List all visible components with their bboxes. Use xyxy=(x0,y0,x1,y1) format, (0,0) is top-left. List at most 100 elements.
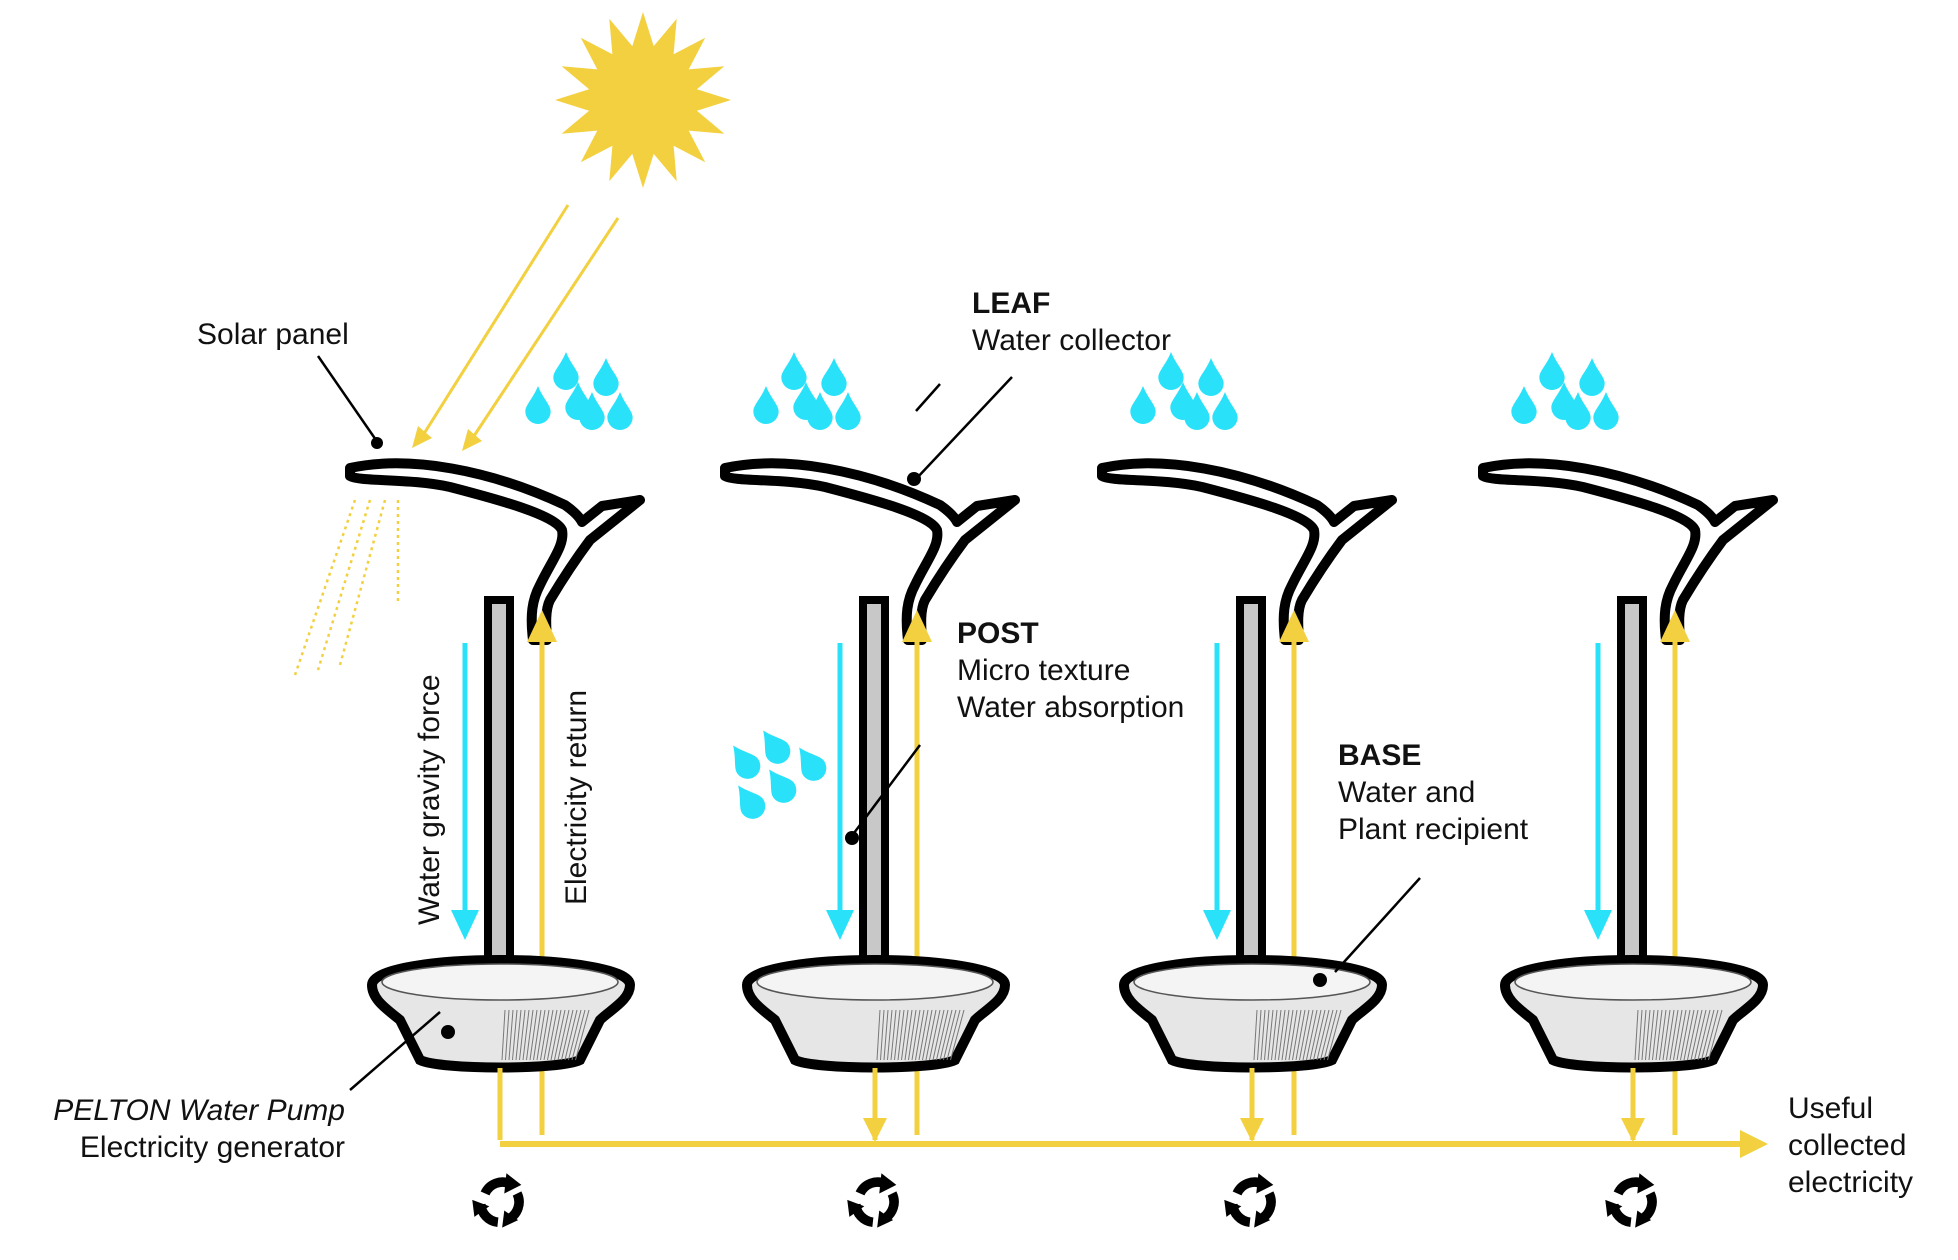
raindrop xyxy=(1130,386,1156,424)
energy-tree-1 xyxy=(345,352,645,1228)
generator-output-arrowhead xyxy=(863,1118,887,1142)
raindrop xyxy=(553,352,579,390)
output-line-1: Useful xyxy=(1788,1092,1874,1125)
leader-pump xyxy=(349,1011,441,1091)
base-rib xyxy=(1680,1009,1691,1061)
base-rib xyxy=(533,1009,542,1061)
base-label: BASE Water and Plant recipient xyxy=(1338,737,1528,848)
water-gravity-label: Water gravity force xyxy=(413,674,446,925)
base-rib xyxy=(561,1009,574,1061)
base-description-1: Water and xyxy=(1338,776,1476,809)
sun-ray-arrowhead xyxy=(462,429,482,451)
base-rib xyxy=(1645,1009,1651,1061)
base-rib xyxy=(887,1009,893,1061)
generator-output-arrowhead xyxy=(1621,1118,1645,1142)
leader-dot xyxy=(1313,973,1327,987)
base-rib xyxy=(1652,1009,1659,1061)
base-rib xyxy=(911,1009,921,1061)
base-rib xyxy=(1271,1009,1278,1061)
base-rib xyxy=(568,1009,582,1061)
base-rib xyxy=(512,1009,518,1061)
raindrop xyxy=(1511,386,1537,424)
base-rib xyxy=(1673,1009,1683,1061)
base-rib xyxy=(1697,1009,1711,1061)
base-rib xyxy=(1260,1009,1266,1061)
base-rib xyxy=(1655,1009,1663,1061)
base-rib xyxy=(1288,1009,1298,1061)
base-rib xyxy=(908,1009,917,1061)
base-rib xyxy=(943,1009,957,1061)
recycle-icon xyxy=(472,1173,521,1227)
base-rib xyxy=(1648,1009,1655,1061)
leader-post xyxy=(853,744,921,834)
post-description-1: Micro texture xyxy=(957,654,1131,687)
base-rib xyxy=(529,1009,538,1061)
base-rib xyxy=(1285,1009,1294,1061)
base-rib xyxy=(936,1009,949,1061)
base-top-surface xyxy=(1133,963,1371,1001)
reflected-light-lines xyxy=(293,499,400,676)
base-rib xyxy=(575,1009,590,1061)
electricity-return-arrowhead xyxy=(1279,610,1309,642)
base-rib xyxy=(1701,1009,1715,1061)
base-rib xyxy=(1257,1009,1262,1061)
raindrop xyxy=(1198,358,1224,396)
recycle-icon xyxy=(1605,1173,1654,1227)
base-rib xyxy=(1641,1009,1647,1061)
base-rib xyxy=(543,1009,554,1061)
base-rib xyxy=(519,1009,526,1061)
leader-dot xyxy=(371,437,383,449)
electricity-return-label: Electricity return xyxy=(560,689,593,905)
base-rib xyxy=(915,1009,925,1061)
water-gravity-arrowhead xyxy=(1203,910,1231,940)
base-rib xyxy=(883,1009,889,1061)
base-rib xyxy=(571,1009,586,1061)
sun-ray-arrow xyxy=(468,217,620,443)
base-title: BASE xyxy=(1338,739,1422,772)
leaf-title: LEAF xyxy=(972,287,1051,320)
base-rib xyxy=(1281,1009,1290,1061)
base-rib xyxy=(1327,1009,1342,1061)
base-rib xyxy=(564,1009,578,1061)
base-rib xyxy=(1306,1009,1318,1061)
post-title: POST xyxy=(957,617,1039,650)
base-rib xyxy=(932,1009,945,1061)
base-rib xyxy=(1309,1009,1322,1061)
recycle-icon xyxy=(847,1173,896,1227)
base-rib xyxy=(904,1009,913,1061)
base-rib xyxy=(1662,1009,1671,1061)
energy-tree-4 xyxy=(1478,352,1778,1228)
base-rib xyxy=(550,1009,562,1061)
base-rib xyxy=(1320,1009,1334,1061)
base-rib xyxy=(1669,1009,1679,1061)
raindrops-icon xyxy=(525,352,633,430)
electricity-return-arrowhead xyxy=(1660,610,1690,642)
base-rib xyxy=(1659,1009,1667,1061)
post xyxy=(1617,596,1647,984)
water-gravity-arrowhead xyxy=(826,910,854,940)
raindrop xyxy=(753,386,779,424)
sun-shape xyxy=(555,12,731,188)
base-rib xyxy=(515,1009,522,1061)
base-rib xyxy=(876,1009,881,1061)
base-rib xyxy=(925,1009,937,1061)
raindrops-icon xyxy=(722,723,832,824)
base-rib xyxy=(1302,1009,1314,1061)
post xyxy=(859,596,889,984)
post-label: POST Micro texture Water absorption xyxy=(957,615,1184,726)
water-gravity-arrowhead xyxy=(1584,910,1612,940)
leader-dot xyxy=(907,472,921,486)
energy-tree-2 xyxy=(720,352,1020,1228)
electricity-return-arrowhead xyxy=(902,610,932,642)
raindrop xyxy=(1539,352,1565,390)
sun-icon xyxy=(555,12,731,188)
base-rib xyxy=(894,1009,901,1061)
base-rib xyxy=(501,1009,506,1061)
base-rib xyxy=(1313,1009,1326,1061)
base-rib xyxy=(929,1009,941,1061)
output-line-3: electricity xyxy=(1788,1166,1914,1199)
base-rib xyxy=(522,1009,530,1061)
base-rib xyxy=(946,1009,961,1061)
leader-dot xyxy=(441,1025,455,1039)
base-rib xyxy=(526,1009,534,1061)
